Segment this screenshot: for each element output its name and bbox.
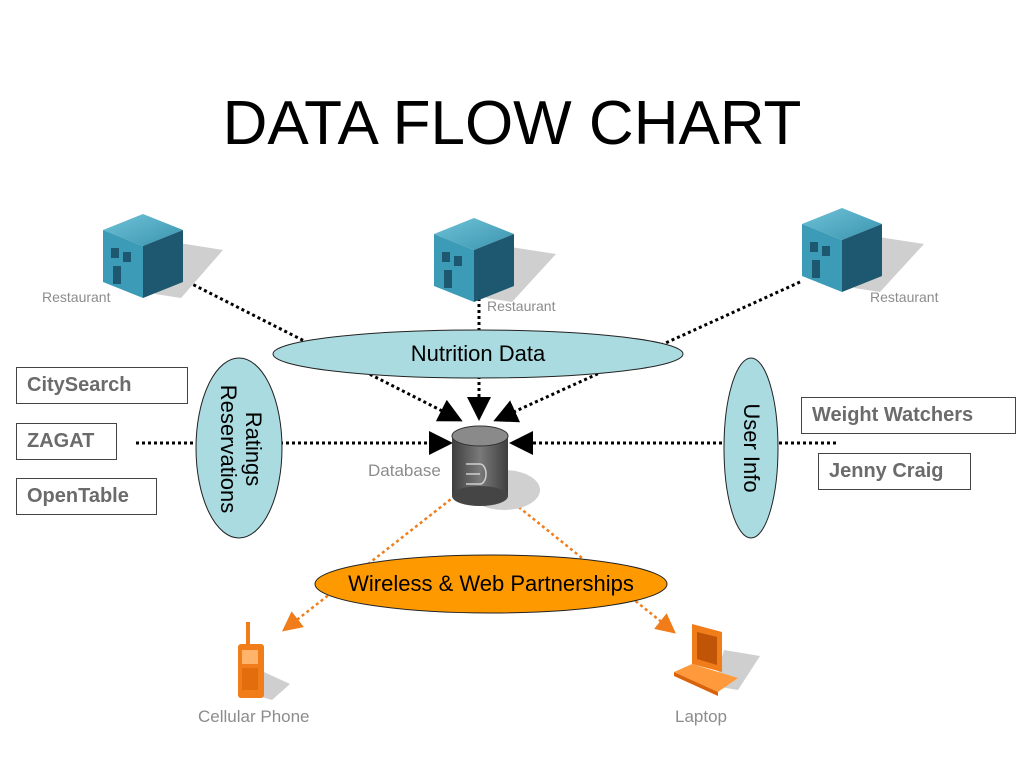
- source-weight-watchers: Weight Watchers: [801, 397, 1016, 434]
- outbound-flow-lines: [282, 491, 676, 634]
- database-cylinder-icon: [451, 425, 540, 510]
- laptop-label: Laptop: [675, 707, 727, 726]
- flow-restaurant-right-to-database: [493, 280, 801, 423]
- page-title: DATA FLOW CHART: [222, 89, 802, 158]
- reservations-label: Reservations: [216, 384, 241, 514]
- building-icon: [103, 214, 223, 298]
- restaurant-left-label: Restaurant: [42, 289, 111, 305]
- flow-database-to-cellular-phone: [282, 491, 461, 632]
- partnerships-ellipse: [314, 554, 668, 614]
- user-info-label: User Info: [739, 403, 764, 493]
- source-opentable: OpenTable: [16, 478, 157, 515]
- flow-database-to-laptop: [499, 491, 676, 634]
- database-label: Database: [368, 461, 441, 480]
- source-zagat: ZAGAT: [16, 423, 117, 460]
- cell-phone-icon: [238, 622, 290, 700]
- cellular-phone-label: Cellular Phone: [198, 707, 310, 726]
- laptop-icon: [674, 624, 760, 696]
- partnerships-label: Wireless & Web Partnerships: [348, 571, 634, 596]
- building-icon: [802, 208, 924, 292]
- ratings-label: Ratings: [241, 411, 266, 487]
- nutrition-data-label: Nutrition Data: [410, 341, 546, 366]
- restaurant-right-label: Restaurant: [870, 289, 939, 305]
- source-jenny-craig: Jenny Craig: [818, 453, 971, 490]
- user-info-ellipse: [723, 357, 779, 539]
- nutrition-data-ellipse: [272, 329, 684, 379]
- ratings-reservations-ellipse: [195, 357, 283, 539]
- source-citysearch: CitySearch: [16, 367, 188, 404]
- restaurant-center-label: Restaurant: [487, 298, 556, 314]
- building-icon: [434, 218, 556, 302]
- ratings-reservations-label: Ratings Reservations: [212, 329, 266, 569]
